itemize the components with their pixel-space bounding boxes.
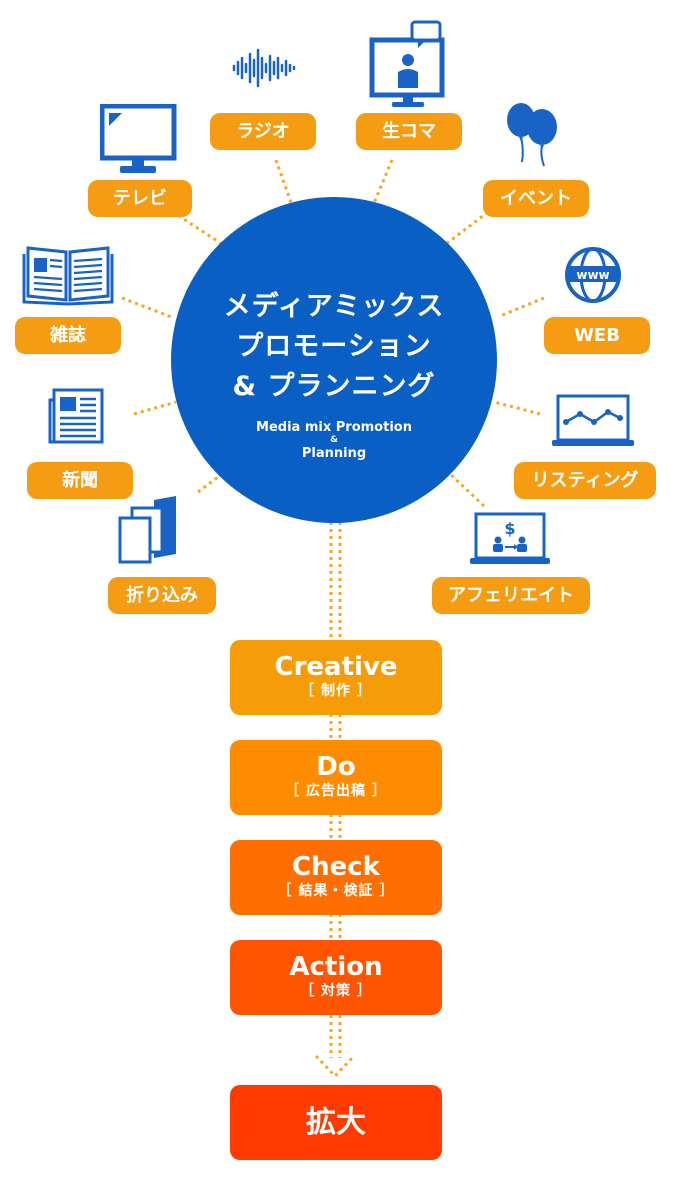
connector-magazine: [121, 296, 175, 320]
flyers-icon: [118, 496, 176, 564]
affiliate-monitor-icon: $: [470, 512, 550, 564]
result-label: 拡大: [306, 1105, 366, 1140]
step-subtitle: ［ 結果・検証 ］: [277, 883, 395, 899]
step-title: Do: [316, 752, 356, 782]
step-title: Check: [292, 852, 380, 882]
media-label: ラジオ: [236, 121, 290, 142]
globe-www-icon: www: [565, 247, 621, 303]
step-title: Action: [289, 952, 383, 982]
open-magazine-icon: [22, 246, 114, 306]
hub-title-line: & プランニング: [232, 371, 436, 402]
hub-title-line: プロモーション: [236, 331, 432, 362]
media-pill-event: イベント: [483, 180, 589, 217]
media-label: 生コマ: [382, 121, 436, 142]
step-do: Do ［ 広告出稿 ］: [230, 740, 442, 815]
result-expand-box: 拡大: [230, 1085, 442, 1160]
media-pill-affiliate: アフェリエイト: [432, 577, 590, 614]
step-check: Check ［ 結果・検証 ］: [230, 840, 442, 915]
connector-listing: [493, 400, 541, 416]
media-pill-newspaper: 新聞: [27, 462, 133, 499]
media-pill-magazine: 雑誌: [15, 317, 121, 354]
media-label: 新聞: [62, 470, 98, 491]
newspaper-icon: [48, 388, 104, 444]
radio-wave-icon: [232, 48, 296, 88]
media-pill-listing: リスティング: [514, 462, 656, 499]
connector-tv: [175, 212, 223, 246]
step-creative: Creative ［ 制作 ］: [230, 640, 442, 715]
hub-subtitle-amp: &: [330, 435, 338, 445]
connector-newspaper: [133, 400, 177, 416]
media-label: 折り込み: [126, 585, 198, 606]
hub-title: メディアミックス プロモーション & プランニング: [171, 287, 497, 407]
balloons-icon: [507, 103, 557, 167]
svg-text:www: www: [576, 268, 609, 282]
media-label: テレビ: [113, 188, 167, 209]
hub-subtitle: Media mix Promotion & Planning: [171, 419, 497, 462]
connector-insert: [197, 472, 223, 494]
connector-live: [370, 159, 394, 209]
hub-subtitle-line2: Planning: [301, 446, 367, 461]
connector-web: [499, 296, 545, 318]
line-graph-monitor-icon: [552, 394, 634, 446]
media-pill-tv: テレビ: [88, 180, 192, 217]
media-label: WEB: [574, 325, 620, 346]
media-pill-web: WEB: [544, 317, 650, 354]
step-subtitle: ［ 対策 ］: [300, 983, 372, 999]
hub-subtitle-line1: Media mix Promotion: [256, 420, 412, 435]
svg-text:$: $: [504, 519, 515, 538]
media-label: 雑誌: [50, 325, 86, 346]
hub-title-line: メディアミックス: [223, 291, 445, 322]
step-action: Action ［ 対策 ］: [230, 940, 442, 1015]
media-label: リスティング: [531, 470, 639, 491]
central-hub-circle: メディアミックス プロモーション & プランニング Media mix Prom…: [171, 197, 497, 523]
media-pill-live: 生コマ: [356, 113, 462, 150]
media-pill-radio: ラジオ: [210, 113, 316, 150]
step-subtitle: ［ 制作 ］: [300, 683, 372, 699]
live-presenter-icon: [369, 20, 445, 107]
media-label: アフェリエイト: [448, 585, 574, 606]
media-label: イベント: [500, 188, 572, 209]
step-title: Creative: [274, 652, 398, 682]
step-subtitle: ［ 広告出稿 ］: [285, 783, 387, 799]
connector-event: [445, 210, 489, 246]
tv-icon: [100, 104, 177, 173]
media-pill-insert: 折り込み: [108, 577, 216, 614]
connector-affiliate: [444, 468, 486, 508]
flow-arrowhead: [314, 1054, 356, 1079]
